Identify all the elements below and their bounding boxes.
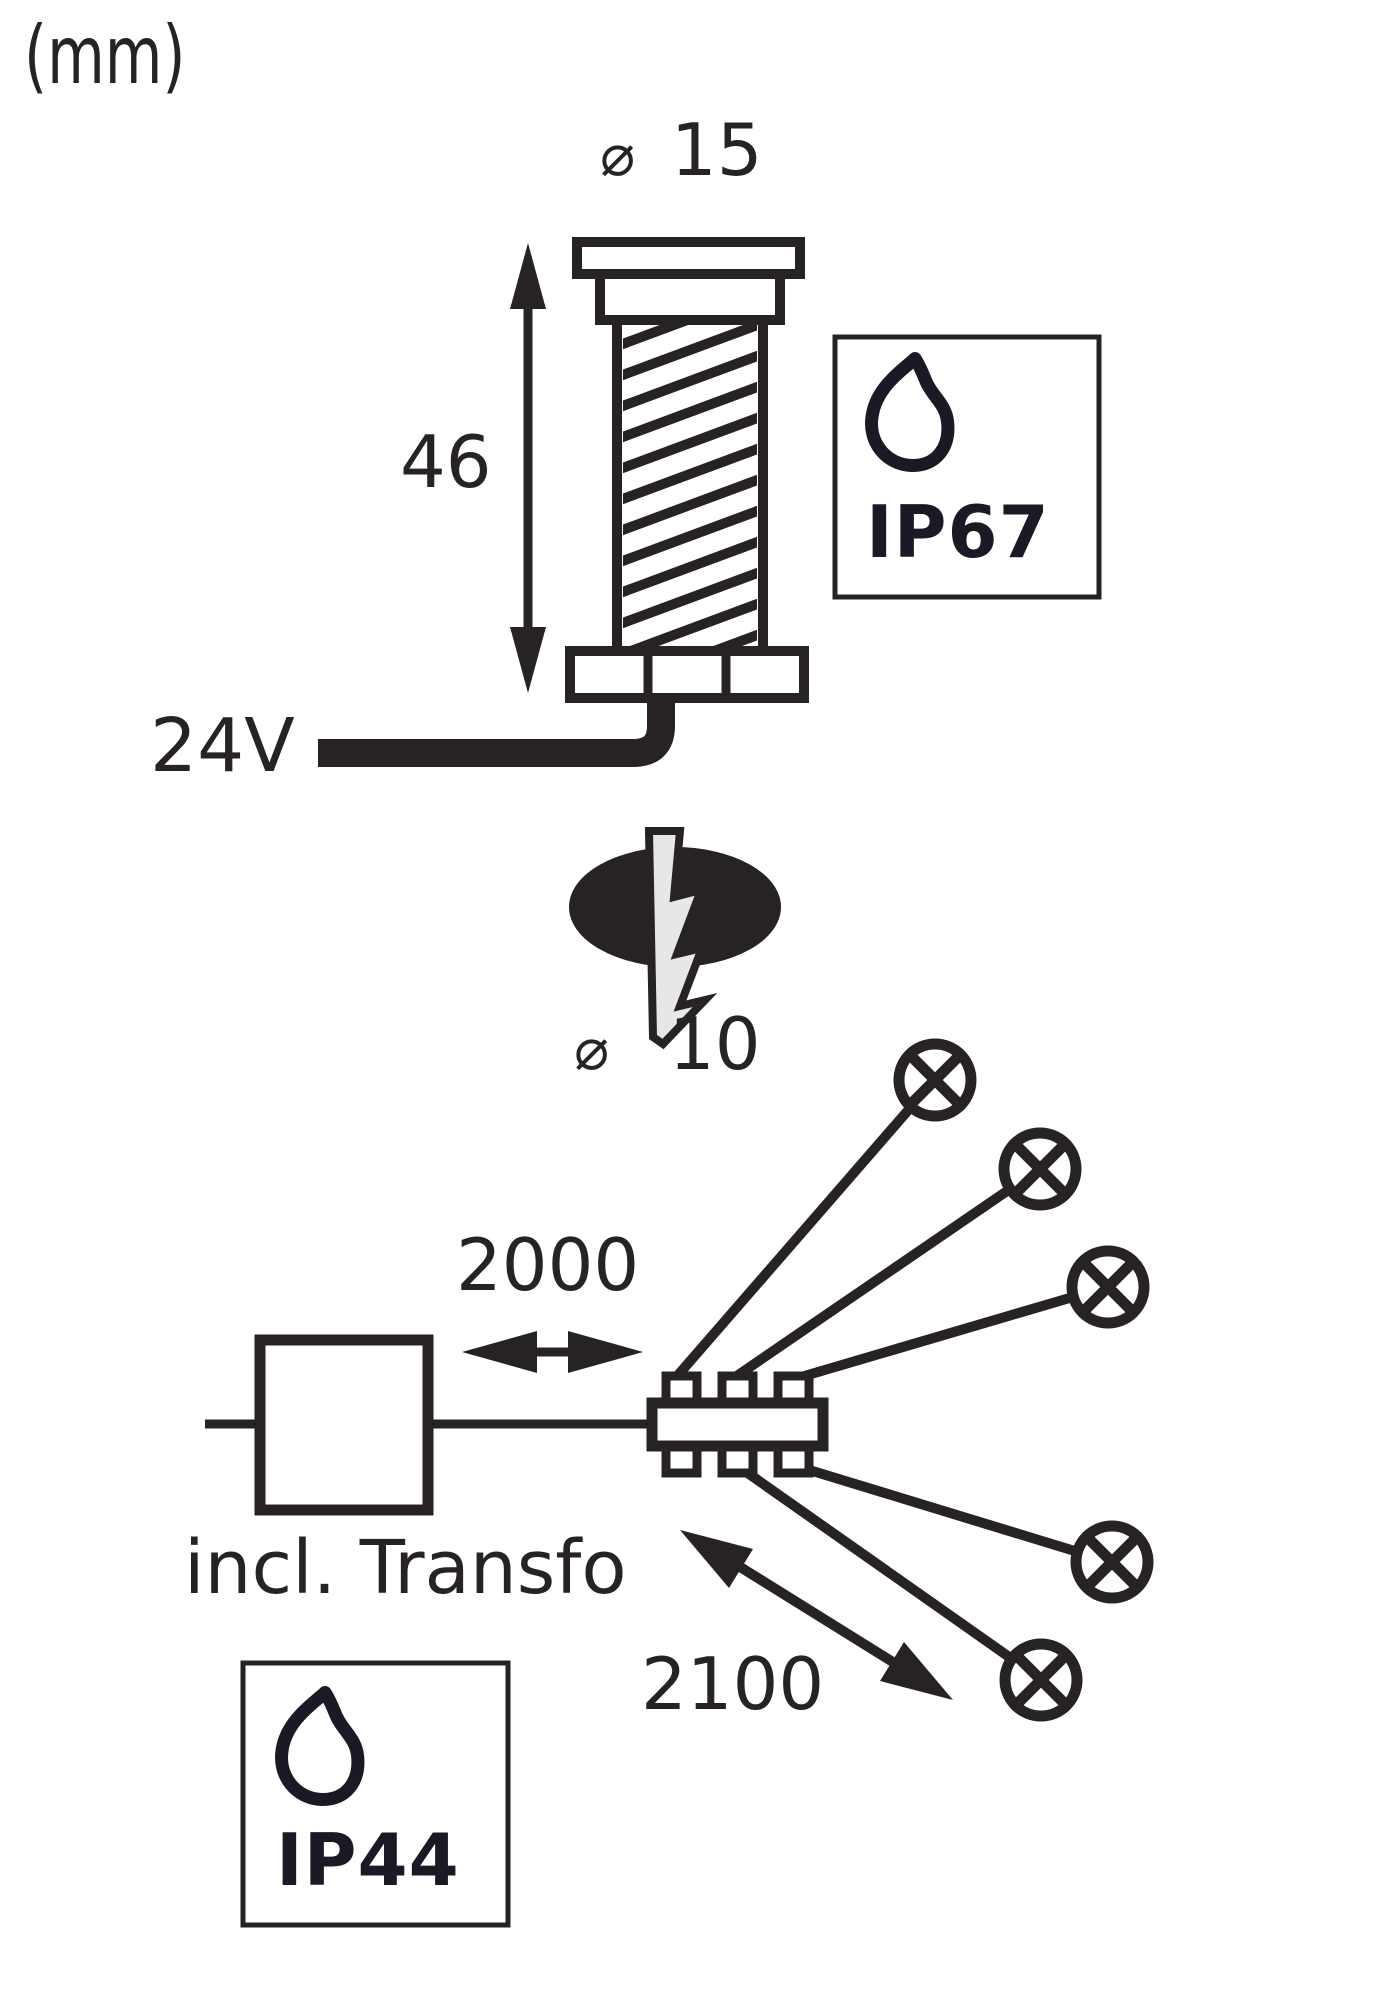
thread-hatching xyxy=(623,321,757,650)
drill-hole-icon xyxy=(569,827,781,1050)
fixture-flange xyxy=(572,237,805,279)
ip67-badge-frame xyxy=(832,334,1102,600)
unit-label: (mm) xyxy=(24,9,186,102)
crossed-circle-lamp-icon xyxy=(999,1638,1083,1722)
ip44-badge xyxy=(240,1660,511,1928)
cable-length-2000-label: 2000 xyxy=(456,1223,640,1307)
crossed-circle-lamp-icon xyxy=(998,1127,1082,1211)
fixture-drawing xyxy=(318,237,809,767)
diameter-symbol: ⌀ xyxy=(574,1015,609,1083)
cable-length-arrow-2000 xyxy=(462,1331,643,1373)
voltage-label: 24V xyxy=(150,703,295,789)
ip67-badge-label: IP67 xyxy=(866,490,1050,574)
fixture-base xyxy=(565,646,809,703)
ip67-badge xyxy=(832,334,1102,600)
fixture-height-label: 46 xyxy=(400,420,492,504)
fixture-cable xyxy=(318,695,675,767)
cable-length-2100-label: 2100 xyxy=(641,1642,825,1726)
transformer-box xyxy=(254,1334,434,1516)
transformer-note: incl. Transfo xyxy=(184,1525,627,1611)
cable-length-arrow-2100 xyxy=(680,1530,953,1700)
lamp-symbols xyxy=(893,1038,1154,1722)
fixture-diameter-value: 15 xyxy=(670,108,763,192)
diameter-symbol: ⌀ xyxy=(600,121,635,189)
lamp-feed-lines xyxy=(668,1103,1080,1664)
crossed-circle-lamp-icon xyxy=(1070,1520,1154,1604)
distributor-block xyxy=(646,1397,829,1452)
height-dimension-arrow xyxy=(510,243,546,693)
drill-bit-icon xyxy=(644,827,718,1050)
hole-diameter-label: ⌀ 10 xyxy=(574,1008,761,1080)
fixture-diameter-label: ⌀ 15 xyxy=(600,114,763,186)
crossed-circle-lamp-icon xyxy=(1066,1245,1150,1329)
hole-diameter-value: 10 xyxy=(668,1002,761,1086)
ip44-badge-label: IP44 xyxy=(276,1818,460,1902)
crossed-circle-lamp-icon xyxy=(893,1038,977,1122)
wiring-drawing xyxy=(205,1038,1154,1722)
ip44-badge-frame xyxy=(240,1660,511,1928)
